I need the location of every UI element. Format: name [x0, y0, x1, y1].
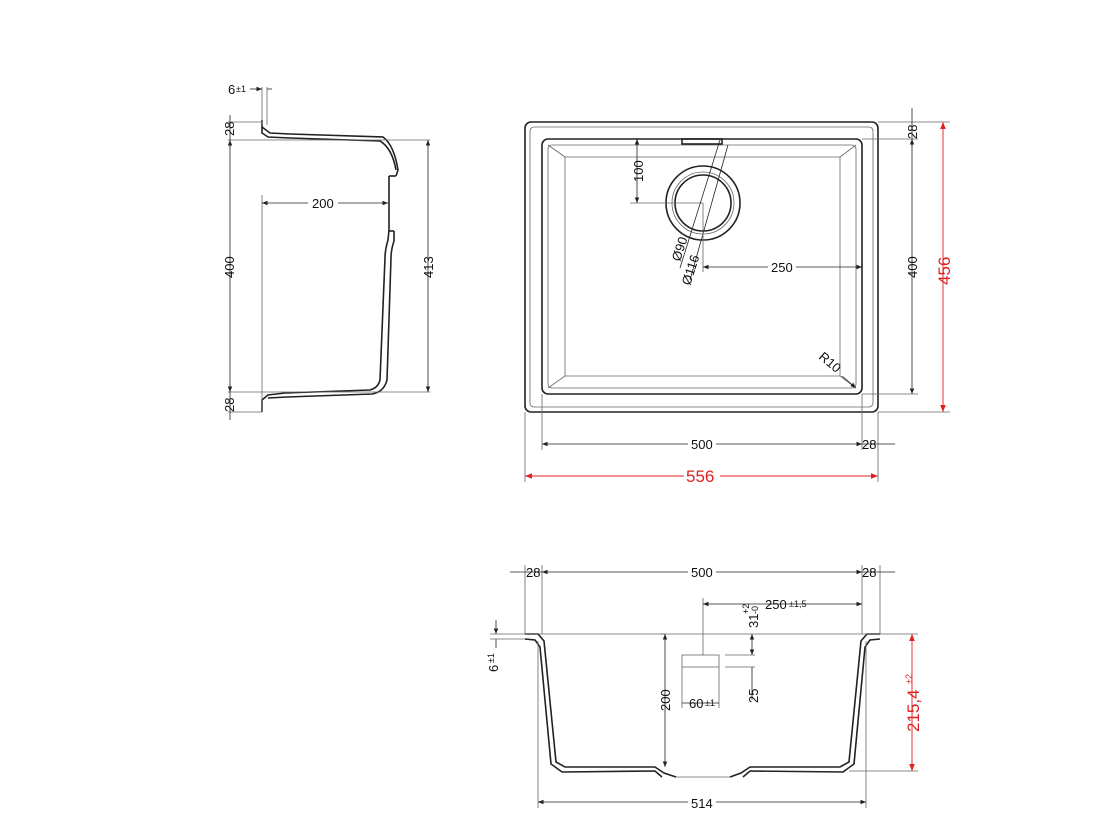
top-view: 100 Ø90 Ø116 250 R10 28 400 456 500 28 [524, 108, 954, 486]
top-rim-right-label: 28 [905, 125, 920, 139]
front-overflow-tol-plus: +2 [741, 604, 751, 614]
front-rim-right-label: 28 [862, 565, 876, 580]
front-overflow-w-tol: ±1 [705, 698, 715, 708]
drain-offset-label: 100 [631, 160, 646, 182]
top-inner-length-label: 400 [905, 256, 920, 278]
side-profile-outline [261, 120, 397, 412]
drain-to-side-label: 250 [771, 260, 793, 275]
drain-inner-dia-label: Ø90 [669, 235, 691, 263]
front-view: 28 500 28 250 ±1,5 31 +2 -0 25 6 ±1 200 … [486, 565, 923, 811]
sink-bowl [541, 138, 863, 395]
side-lip-label: 6 [228, 82, 235, 97]
front-rim-left-label: 28 [526, 565, 540, 580]
front-overflow-label: 31 [746, 614, 761, 628]
front-total-height-tol: ±2 [904, 674, 914, 684]
side-view: 6 ±1 28 400 28 413 200 [222, 82, 436, 420]
overall-length-label: 456 [935, 257, 954, 285]
front-overflow-h-label: 25 [746, 689, 761, 703]
side-inner-height-label: 400 [222, 256, 237, 278]
side-lip-tol: ±1 [236, 84, 246, 94]
front-total-height-label: 215,4 [904, 689, 923, 732]
front-inner-width-label: 500 [691, 565, 713, 580]
overall-width-label: 556 [686, 467, 714, 486]
front-drain-pos-tol: ±1,5 [789, 599, 806, 609]
overflow-box [681, 654, 720, 668]
front-lip-tol: ±1 [486, 653, 496, 663]
top-inner-width-label: 500 [691, 437, 713, 452]
side-top-rim-label: 28 [222, 122, 237, 136]
front-overflow-tol-minus: -0 [750, 606, 760, 614]
top-rim-bottom-label: 28 [862, 437, 876, 452]
front-overflow-w-label: 60 [689, 696, 703, 711]
side-depth-label: 200 [312, 196, 334, 211]
side-outer-height-label: 413 [421, 256, 436, 278]
side-bottom-rim-label: 28 [222, 398, 237, 412]
overflow-slot [681, 138, 723, 145]
front-profile-outline [525, 633, 880, 778]
front-depth-label: 200 [658, 689, 673, 711]
sink-outer-rim [524, 121, 879, 413]
front-bottom-width-label: 514 [691, 796, 713, 811]
front-lip-label: 6 [486, 665, 501, 672]
front-drain-pos-label: 250 [765, 597, 787, 612]
